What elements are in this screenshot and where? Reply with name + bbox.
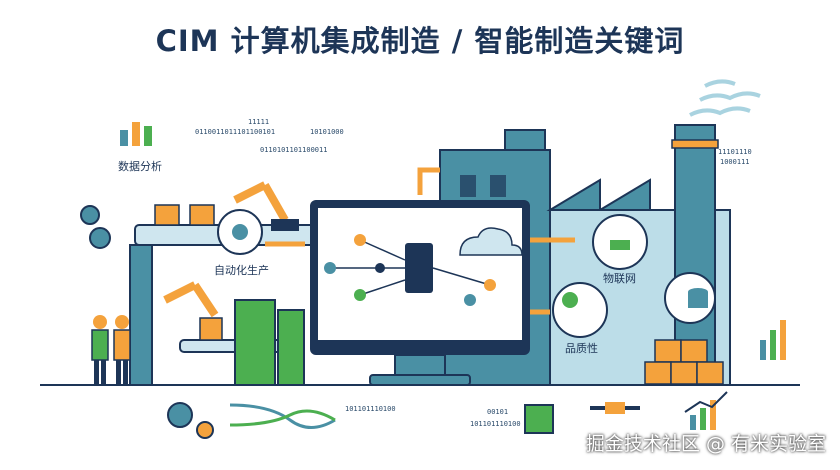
wrench-icon (590, 402, 640, 414)
worker-1 (91, 315, 109, 385)
label-quality: 品质性 (565, 342, 598, 355)
label-iot: 物联网 (603, 272, 636, 285)
page-title: CIM 计算机集成制造 / 智能制造关键词 (155, 24, 685, 58)
binary-text: 11111 (248, 118, 270, 126)
cable-icon (229, 403, 336, 429)
binary-text: 0110011011101100101 (195, 128, 276, 136)
cloud-icon (459, 227, 523, 256)
binary-text: 1000111 (720, 158, 750, 166)
bar-chart-icon (120, 122, 152, 146)
worker-2 (113, 315, 131, 385)
binary-text: 101101110100 (345, 405, 396, 413)
trend-chart-icon (684, 391, 728, 430)
binary-text: 10101000 (310, 128, 344, 136)
box-stack (644, 339, 724, 385)
label-automation: 自动化生产 (214, 264, 269, 277)
binary-text: 00101 (487, 408, 509, 416)
central-monitor (310, 200, 530, 386)
gear-icon-bottom (167, 402, 214, 439)
binary-text: 0110101101100011 (260, 146, 328, 154)
chip-icon (524, 404, 554, 434)
quality-circle-icon (552, 282, 608, 338)
circle-gear-icon (217, 209, 263, 255)
line-chart-icon-right (760, 320, 786, 360)
binary-text: 11101110 (718, 148, 752, 156)
robot-arm-bottom (163, 281, 219, 318)
watermark: 掘金技术社区 @ 有米实验室 (585, 433, 826, 455)
conveyor-machine (129, 204, 316, 386)
label-data-analysis: 数据分析 (118, 160, 162, 173)
server-icon (405, 243, 433, 293)
database-circle-icon (664, 272, 716, 324)
gear-icon (80, 205, 111, 249)
binary-text: 101101110100 (470, 420, 521, 428)
robot-arm-top (233, 181, 299, 231)
smoke (689, 106, 751, 117)
iot-circle-icon (592, 214, 648, 270)
